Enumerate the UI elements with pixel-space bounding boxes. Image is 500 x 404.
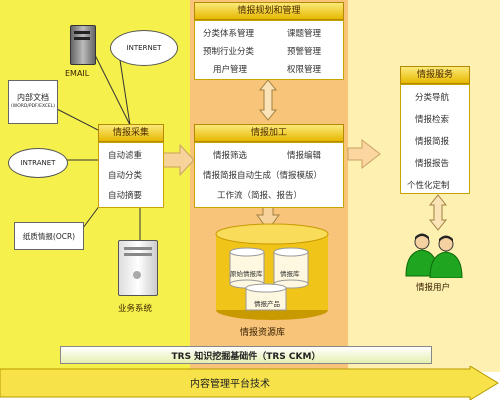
collection-item: 自动滤重 — [108, 151, 143, 161]
planning-item: 预制行业分类 — [203, 47, 255, 57]
processing-header: 情报加工 — [194, 124, 344, 142]
intranet-cloud: INTRANET — [8, 148, 68, 178]
paper-doc: 纸质情报(OCR) — [14, 222, 84, 250]
planning-item: 课题管理 — [287, 29, 322, 39]
service-item: 个性化定制 — [407, 181, 450, 191]
planning-item: 用户管理 — [213, 65, 248, 75]
processing-item: 情报编辑 — [287, 151, 322, 161]
service-item: 情报报告 — [415, 159, 450, 169]
users-label: 情报用户 — [416, 283, 451, 293]
repository-caption: 情报资源库 — [240, 328, 286, 338]
service-header: 情报服务 — [400, 66, 470, 84]
db-label-intel: 情报库 — [280, 270, 300, 278]
platform-label: 内容管理平台技术 — [190, 379, 270, 390]
intranet-label: INTRANET — [20, 159, 56, 167]
processing-item: 情报筛选 — [213, 151, 248, 161]
user-group-icon — [405, 233, 463, 278]
planning-panel: 分类体系管理 课题管理 预制行业分类 预警管理 用户管理 权限管理 — [194, 20, 344, 80]
server-icon — [70, 25, 96, 65]
computer-icon — [118, 240, 158, 296]
service-item: 分类导航 — [415, 93, 450, 103]
email-label: EMAIL — [65, 69, 90, 78]
ckm-label: TRS 知识挖掘基础件（TRS CKM） — [171, 351, 321, 362]
planning-header: 情报规划和管理 — [194, 2, 344, 20]
db-label-raw: 原始情报库 — [230, 270, 263, 278]
service-item: 情报检索 — [415, 115, 450, 125]
paper-label: 纸质情报(OCR) — [22, 231, 76, 241]
service-item: 情报简报 — [415, 137, 450, 147]
internal-docs-sub: (WORD/PDF/EXCEL) — [11, 104, 55, 109]
business-system-label: 业务系统 — [118, 304, 153, 314]
platform-arrow — [0, 366, 499, 400]
collection-item: 自动分类 — [108, 171, 143, 181]
intel-product-db-icon — [245, 283, 287, 311]
service-panel: 分类导航 情报检索 情报简报 情报报告 个性化定制 — [400, 84, 470, 194]
processing-item: 情报简报自动生成（情报模版） — [203, 171, 323, 181]
planning-item: 预警管理 — [287, 47, 322, 57]
ckm-bar: TRS 知识挖掘基础件（TRS CKM） — [60, 346, 432, 364]
processing-panel: 情报筛选 情报编辑 情报简报自动生成（情报模版） 工作流（简报、报告） — [194, 142, 344, 208]
internet-cloud: INTERNET — [110, 30, 178, 66]
collection-item: 自动摘要 — [108, 191, 143, 201]
internal-docs-title: 内部文档 — [17, 93, 49, 102]
planning-item: 分类体系管理 — [203, 29, 255, 39]
planning-item: 权限管理 — [287, 65, 322, 75]
raw-intel-db-icon — [229, 247, 265, 289]
repository-cylinder — [215, 223, 329, 320]
internal-docs: 内部文档 (WORD/PDF/EXCEL) — [8, 80, 58, 124]
collection-panel: 自动滤重 自动分类 自动摘要 — [98, 142, 164, 208]
db-label-product: 情报产品 — [254, 300, 280, 308]
internet-label: INTERNET — [126, 44, 162, 52]
processing-item: 工作流（简报、报告） — [217, 191, 303, 201]
collection-header: 情报采集 — [98, 124, 164, 142]
